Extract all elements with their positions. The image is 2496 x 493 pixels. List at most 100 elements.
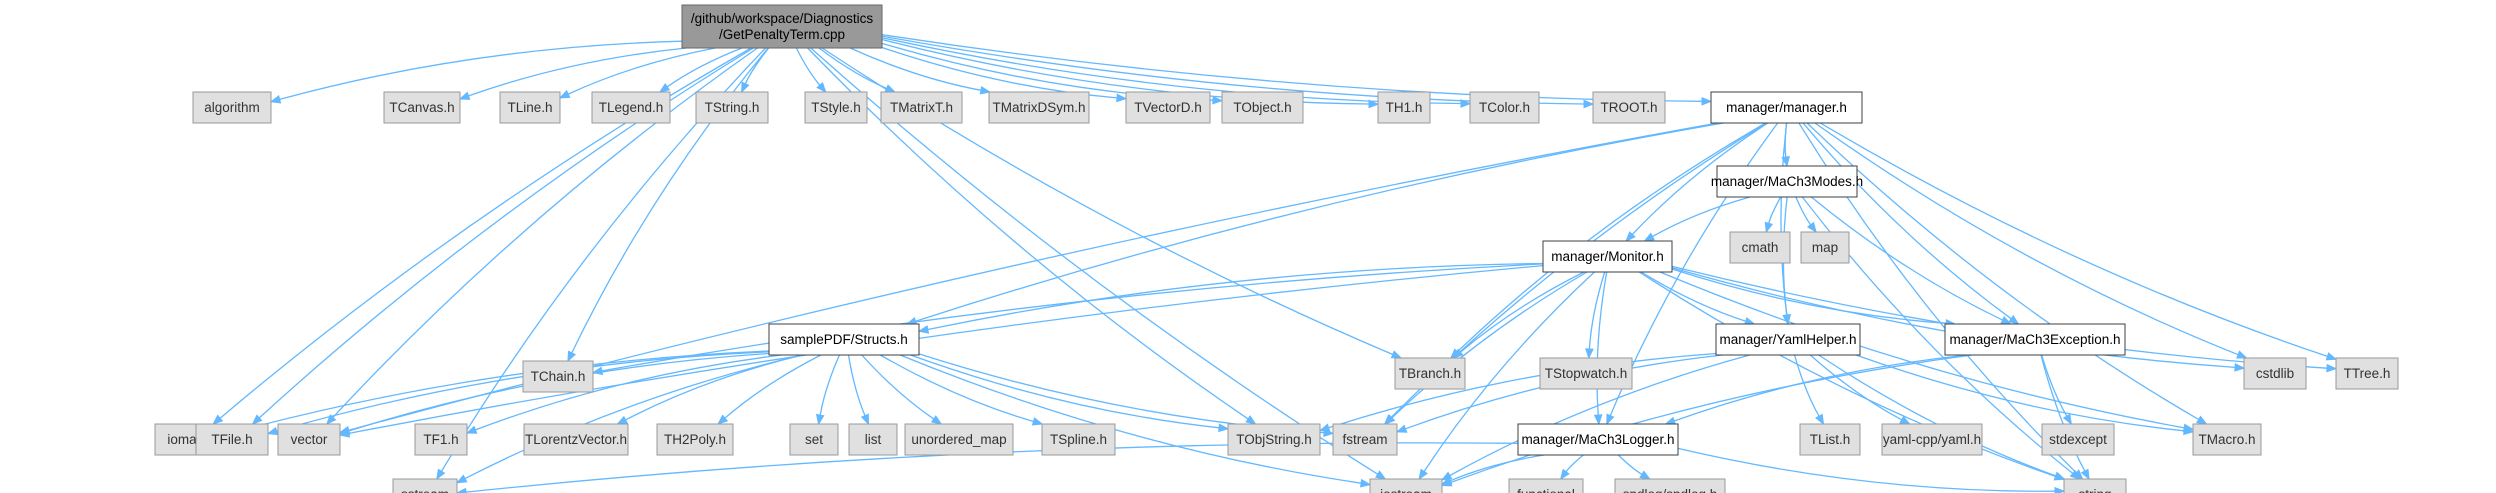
node-structs[interactable]: samplePDF/Structs.h [768,323,920,356]
node-label: TMacro.h [2198,432,2255,447]
node-TLine[interactable]: TLine.h [499,91,561,124]
edge-manager-to-TTree [1819,122,2338,361]
edge-line [571,47,769,354]
edge-monitor-to-structs [917,262,1544,334]
node-TROOT[interactable]: TROOT.h [1592,91,1666,124]
edge-modes-to-cmath [1764,196,1782,234]
edge-line [1793,354,1820,417]
arrowhead-icon [1559,468,1570,481]
edge-line [1677,447,2056,492]
node-spdlog[interactable]: spdlog/spdlog.h [1614,478,1726,493]
node-box [1592,91,1666,124]
edge-exception-to-string [2040,354,2090,481]
node-box [522,360,594,393]
node-label: TROOT.h [1600,100,1657,115]
arrowhead-icon [1764,221,1774,234]
node-stdexcept[interactable]: stdexcept [2041,423,2115,456]
node-functional[interactable]: functional [1508,478,1584,493]
node-TObjString[interactable]: TObjString.h [1227,423,1321,456]
node-box [1614,478,1726,493]
edge-manager-to-monitor [1625,122,1769,242]
node-TSpline[interactable]: TSpline.h [1041,423,1116,456]
node-list[interactable]: list [848,423,898,456]
arrowhead-icon [616,415,628,425]
node-map[interactable]: map [1800,231,1850,264]
node-cstdlib[interactable]: cstdlib [2243,357,2307,390]
arrowhead-icon [458,91,471,100]
arrowhead-icon [2054,486,2066,493]
node-label: TStyle.h [811,100,861,115]
node-TMatrixT[interactable]: TMatrixT.h [880,91,963,124]
arrowhead-icon [2183,426,2195,436]
node-TChain[interactable]: TChain.h [522,360,594,393]
node-logger[interactable]: manager/MaCh3Logger.h [1517,423,1679,456]
node-label: TColor.h [1479,100,1530,115]
node-label: unordered_map [911,432,1006,447]
node-manager[interactable]: manager/manager.h [1710,91,1863,124]
node-TStopwatch[interactable]: TStopwatch.h [1539,357,1633,390]
edge-monitor-to-iostream [1418,271,1595,481]
edge-line [1565,454,1584,473]
node-TMacro[interactable]: TMacro.h [2192,423,2262,456]
node-label: /GetPenaltyTerm.cpp [719,27,845,42]
edge-root-to-vector [325,47,758,425]
edge-layer [212,33,2338,493]
edge-manager-to-cstdlib [1814,122,2248,359]
edge-line [927,262,1544,331]
node-box [2041,423,2115,456]
node-label: TString.h [705,100,760,115]
node-box [695,91,769,124]
node-TList[interactable]: TList.h [1799,423,1861,456]
node-box [591,91,671,124]
node-label: TChain.h [531,369,586,384]
node-TMatrixDSym[interactable]: TMatrixDSym.h [988,91,1090,124]
edge-yamlhelper-to-TObjString [1318,352,1717,432]
node-TH2Poly[interactable]: TH2Poly.h [656,423,734,456]
node-box [2063,478,2127,493]
arrowhead-icon [860,413,870,426]
node-unordered_map[interactable]: unordered_map [904,423,1014,456]
node-TFile[interactable]: TFile.h [195,423,269,456]
node-vector[interactable]: vector [277,423,341,456]
node-root[interactable]: /github/workspace/Diagnostics/GetPenalty… [681,4,883,49]
edge-structs-to-iostream [899,354,1372,488]
node-yamlhelper[interactable]: manager/YamlHelper.h [1715,323,1861,356]
node-cmath[interactable]: cmath [1729,231,1791,264]
edge-manager-to-exception [1802,122,2020,325]
edge-manager-to-TMacro [1806,122,2208,425]
node-iostream[interactable]: iostream [1369,478,1443,493]
node-TCanvas[interactable]: TCanvas.h [383,91,461,124]
node-fstream[interactable]: fstream [1332,423,1398,456]
node-algorithm[interactable]: algorithm [192,91,272,124]
edge-modes-to-map [1795,196,1817,234]
node-TBranch[interactable]: TBranch.h [1394,357,1466,390]
node-TLorentzVector[interactable]: TLorentzVector.h [523,423,629,456]
edge-structs-to-TF1 [465,354,782,434]
node-TF1[interactable]: TF1.h [414,423,468,456]
node-TColor[interactable]: TColor.h [1469,91,1540,124]
node-label: fstream [1342,432,1387,447]
node-string[interactable]: string [2063,478,2127,493]
node-label: TLegend.h [599,100,664,115]
edge-line [1810,196,2003,321]
node-TH1[interactable]: TH1.h [1377,91,1431,124]
arrowhead-icon [1452,348,1464,359]
node-TStyle[interactable]: TStyle.h [804,91,868,124]
node-TLegend[interactable]: TLegend.h [591,91,671,124]
node-label: TF1.h [423,432,458,447]
edge-line [1631,122,1769,235]
node-TTree[interactable]: TTree.h [2335,357,2399,390]
node-TObject[interactable]: TObject.h [1221,91,1304,124]
node-TVectorD[interactable]: TVectorD.h [1125,91,1211,124]
node-set[interactable]: set [789,423,839,456]
node-exception[interactable]: manager/MaCh3Exception.h [1944,323,2126,356]
node-yamlcpp[interactable]: yaml-cpp/yaml.h [1881,423,1983,456]
node-sstream[interactable]: sstream [392,478,458,493]
node-box [2192,423,2262,456]
node-modes[interactable]: manager/MaCh3Modes.h [1711,165,1863,198]
arrowhead-icon [1212,95,1224,105]
node-monitor[interactable]: manager/Monitor.h [1542,240,1673,273]
node-TString[interactable]: TString.h [695,91,769,124]
arrowhead-icon [1583,99,1595,109]
